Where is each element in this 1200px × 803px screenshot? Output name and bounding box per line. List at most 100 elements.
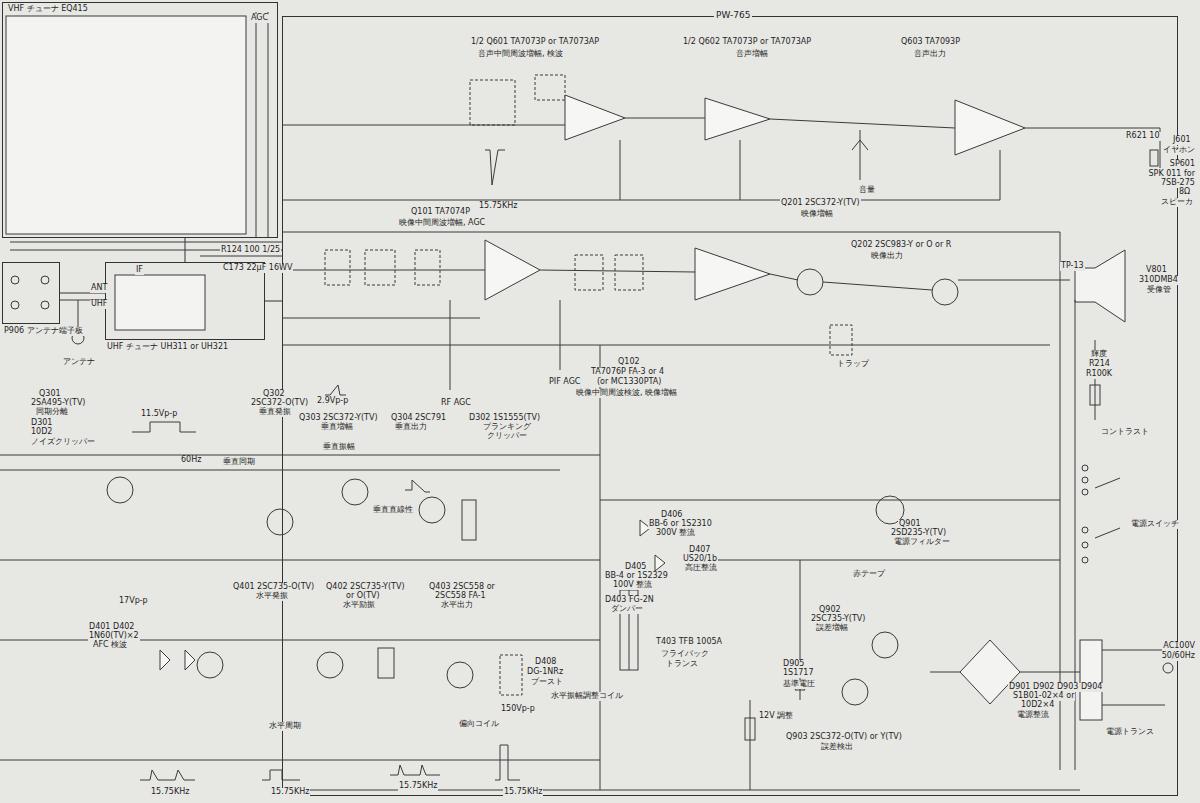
part-label: 2SC735-Y(TV) xyxy=(810,615,866,624)
schematic-line xyxy=(0,470,560,471)
part-label: 15.75KHz xyxy=(478,202,518,211)
part-label: 偏向コイル xyxy=(458,720,500,729)
schematic-line xyxy=(565,95,625,140)
part-label: 音声出力 xyxy=(913,50,947,59)
schematic-line xyxy=(267,509,293,535)
schematic-line xyxy=(185,650,195,670)
part-label: 垂直発振 xyxy=(258,408,292,417)
part-label: 11.5Vp-p xyxy=(140,410,178,419)
part-label: 高圧整流 xyxy=(684,564,718,573)
schematic-line xyxy=(655,555,665,571)
part-label: D403 FG-2N xyxy=(604,596,655,605)
schematic-line xyxy=(750,700,751,790)
part-label: 15.75KHz xyxy=(503,788,543,797)
part-label: 水平出力 xyxy=(440,601,474,610)
schematic-line xyxy=(1082,465,1088,471)
schematic-line xyxy=(415,250,440,285)
part-label: スピーカ xyxy=(1160,198,1194,207)
part-label: 赤テープ xyxy=(852,570,886,579)
part-label: 1N60(TV)×2 xyxy=(88,632,140,641)
schematic-line xyxy=(955,100,1025,155)
part-label: AFC 検波 xyxy=(92,641,128,650)
part-label: SPK 011 for xyxy=(1147,170,1196,179)
part-label: SP601 xyxy=(1169,160,1196,169)
tuner-box: UHF チューナ UH311 or UH321 xyxy=(105,262,265,340)
part-label: BB-4 or 1S2329 xyxy=(604,572,669,581)
schematic-line xyxy=(325,385,346,395)
part-label: イヤホン xyxy=(1162,146,1196,155)
part-label: 50/60Hz xyxy=(1161,652,1196,661)
schematic-line xyxy=(540,270,695,272)
part-label: 同期分離 xyxy=(35,408,69,417)
part-label: コントラスト xyxy=(1100,428,1150,437)
schematic-line xyxy=(268,12,269,238)
part-label: Q202 2SC983-Y or O or R xyxy=(850,241,952,250)
part-label: Q402 2SC735-Y(TV) xyxy=(325,583,406,592)
schematic-line xyxy=(1082,527,1088,533)
schematic-line xyxy=(740,140,741,200)
part-label: ANT xyxy=(90,284,108,293)
part-label: 電源フィルター xyxy=(893,538,951,547)
part-label: C173 22μF 16WV xyxy=(222,264,293,273)
schematic-line xyxy=(1082,557,1088,563)
part-label: 2.9Vp-p xyxy=(316,397,349,406)
schematic-line xyxy=(317,652,343,678)
schematic-line xyxy=(282,345,1050,346)
part-label: 15.75KHz xyxy=(398,782,438,791)
part-label: フライバック xyxy=(660,650,710,659)
schematic-line xyxy=(1102,705,1165,706)
terminal-board: P906 アンテナ端子板 xyxy=(2,262,60,324)
part-label: Q201 2SC372-Y(TV) xyxy=(780,199,861,208)
schematic-line xyxy=(485,150,505,185)
circuit-board: PW-765 xyxy=(282,16,1178,796)
part-label: 水平励振 xyxy=(342,601,376,610)
part-label: RF AGC xyxy=(440,399,472,408)
signal-wire xyxy=(185,238,186,262)
part-label: Q903 2SC372-O(TV) or Y(TV) xyxy=(785,733,903,742)
schematic-line xyxy=(958,280,1070,281)
schematic-line xyxy=(600,500,1060,501)
part-label: IF xyxy=(135,266,144,275)
part-label: BB-6 or 1S2310 xyxy=(648,520,713,529)
schematic-line xyxy=(695,248,770,300)
part-label: D407 xyxy=(688,546,711,555)
schematic-line xyxy=(282,200,1000,201)
part-label: 17Vp-p xyxy=(118,597,149,606)
node-title: UHF チューナ UH311 or UH321 xyxy=(105,343,230,352)
schematic-line xyxy=(197,652,223,678)
schematic-line xyxy=(470,80,515,125)
part-label: TA7076P FA-3 or 4 xyxy=(590,368,665,377)
schematic-line xyxy=(450,300,451,390)
schematic-line xyxy=(560,300,561,370)
schematic-line xyxy=(823,282,932,290)
part-label: 1/2 Q602 TA7073P or TA7073AP xyxy=(682,38,812,47)
schematic-line xyxy=(842,679,868,705)
part-label: US20/1b xyxy=(682,555,718,564)
part-label: 垂直同期 xyxy=(222,458,256,467)
part-label: (or MC1330PTA) xyxy=(596,378,662,387)
part-label: AC100V xyxy=(1162,642,1196,651)
schematic-line xyxy=(107,477,133,503)
schematic-line xyxy=(800,560,801,700)
part-label: 8Ω xyxy=(1178,188,1191,197)
schematic-line xyxy=(1150,150,1158,166)
part-label: 2SA495-Y(TV) xyxy=(30,399,86,408)
part-label: R621 10 xyxy=(1125,132,1161,141)
schematic-line xyxy=(1102,650,1165,651)
schematic-line xyxy=(770,274,798,280)
schematic-line xyxy=(625,118,705,119)
part-label: Q603 TA7093P xyxy=(900,38,961,47)
schematic-line xyxy=(282,270,485,271)
part-label: R214 xyxy=(1088,360,1111,369)
part-label: 1S1717 xyxy=(782,669,815,678)
schematic-line xyxy=(1075,250,1125,322)
part-label: 60Hz xyxy=(180,456,202,465)
schematic-line xyxy=(1163,663,1173,673)
part-label: D408 xyxy=(534,658,557,667)
part-label: 310DMB4 xyxy=(1138,276,1179,285)
part-label: D901 D902 D903 D904 xyxy=(1008,683,1103,692)
part-label: R124 100 1/25 xyxy=(220,246,281,255)
schematic-line xyxy=(705,98,770,140)
part-label: 映像出力 xyxy=(870,252,904,261)
schematic-line xyxy=(872,632,898,658)
